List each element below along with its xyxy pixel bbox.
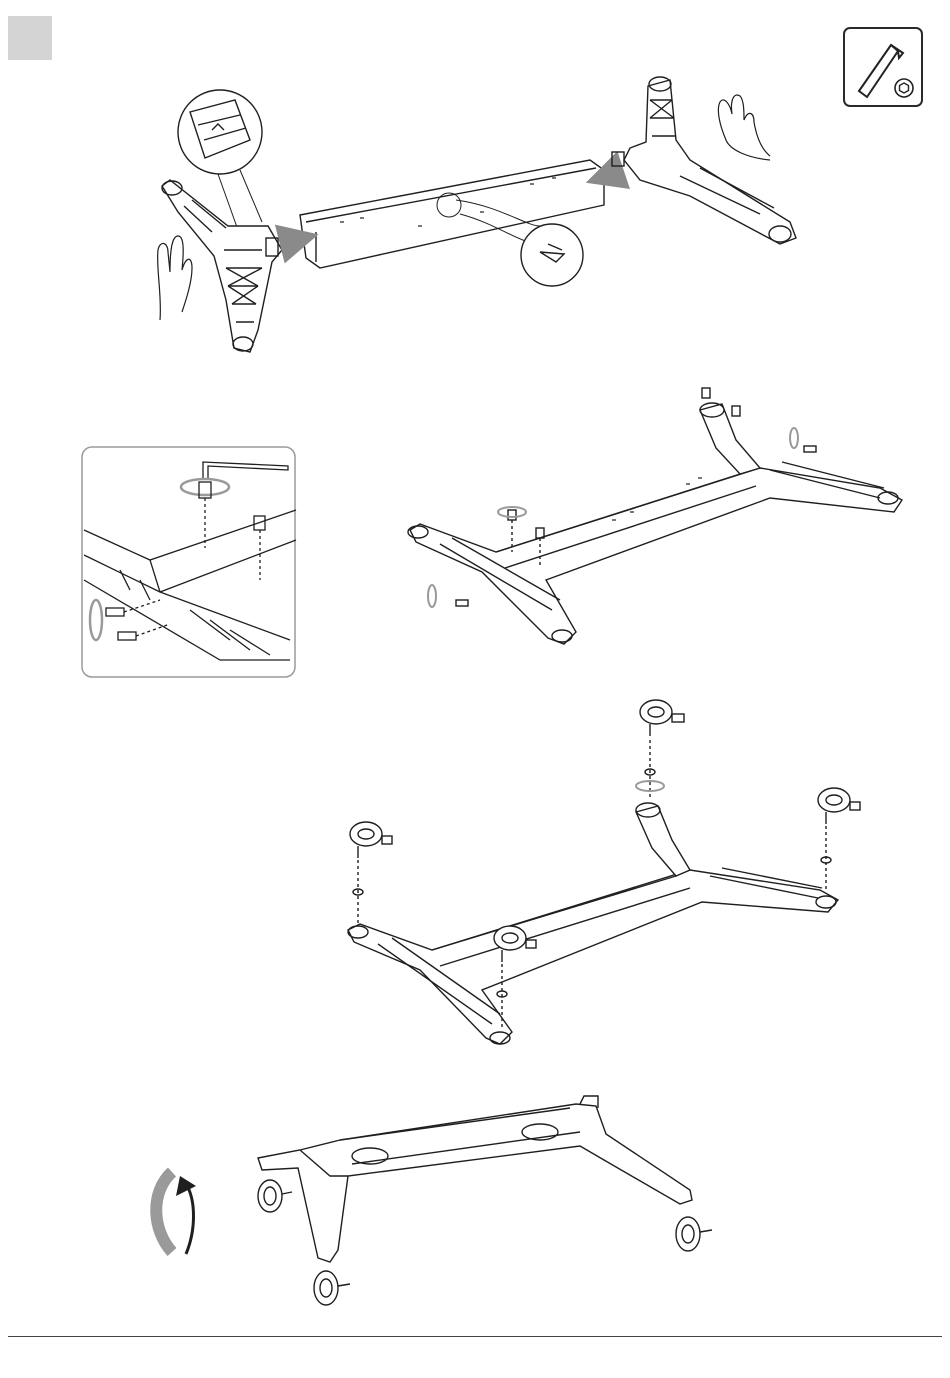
caster-icon [314, 1271, 350, 1305]
footer-rule [8, 1336, 942, 1337]
step-4-flip-upright [258, 1096, 712, 1305]
flip-arrow-icon [156, 1172, 196, 1254]
step-2-detail-inset [82, 447, 296, 677]
step-1-attach-legs [158, 77, 796, 352]
push-arrow-left [284, 238, 304, 243]
caster-icon [676, 1217, 712, 1251]
step-2-fasten-screws [408, 388, 902, 644]
caster-icon [258, 1180, 292, 1212]
caster-icon [350, 822, 392, 926]
step-3-install-casters [348, 700, 860, 1044]
caster-icon [818, 788, 860, 892]
caster-icon [636, 700, 684, 800]
hand-icon-left [158, 236, 192, 320]
hand-icon-right [718, 95, 770, 160]
left-leg [162, 180, 282, 352]
right-leg [612, 77, 796, 244]
